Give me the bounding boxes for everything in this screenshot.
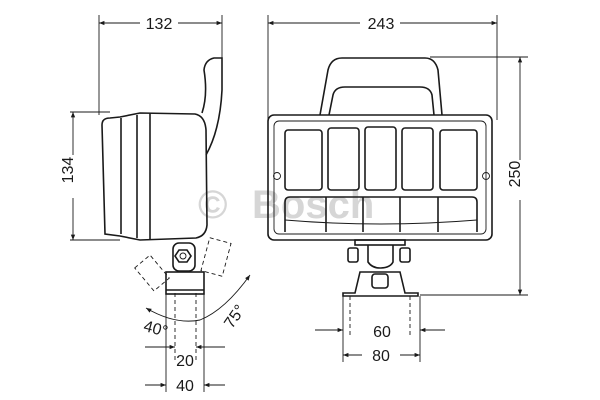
front-view: 243 250	[267, 15, 528, 365]
depth-dimension: 132	[146, 16, 173, 33]
lamp-grille	[284, 126, 478, 232]
width-dimension: 243	[368, 16, 395, 33]
tilt-forward-angle: 75°	[221, 302, 249, 332]
tilt-back-angle: 40°	[142, 318, 170, 341]
outer-width-dimension: 40	[176, 378, 194, 395]
bracket-width-dimension: 80	[372, 348, 390, 365]
side-view: 132 134 40° 75° 20 40	[60, 15, 251, 395]
copyright-mark: ©	[198, 183, 227, 227]
hole-spacing-dimension: 60	[373, 324, 391, 341]
total-height-dimension: 250	[507, 161, 524, 188]
height-dimension: 134	[60, 157, 77, 184]
inner-width-dimension: 20	[176, 353, 194, 370]
